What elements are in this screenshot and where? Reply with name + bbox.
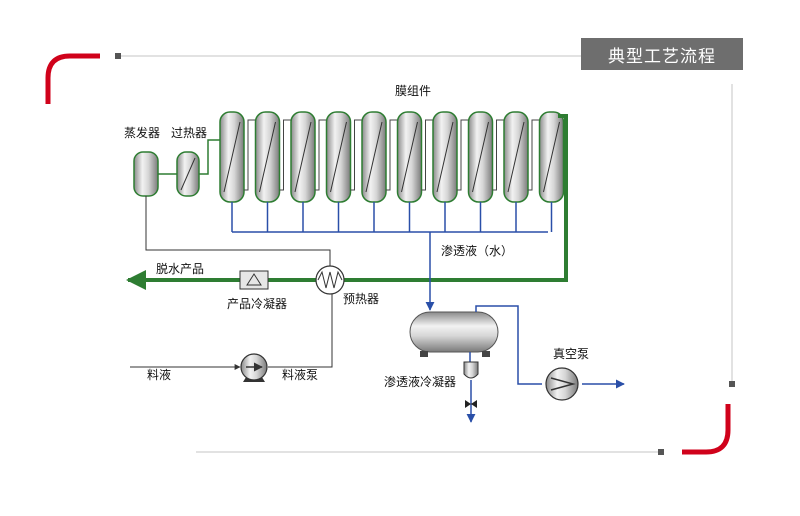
retentate-line [126, 114, 568, 290]
evaporator [133, 151, 159, 197]
membrane-divider [330, 121, 347, 193]
membrane-divider [543, 121, 560, 193]
membrane-label: 膜组件 [395, 84, 432, 98]
superheater [176, 151, 200, 197]
superheater-label: 过热器 [171, 126, 208, 140]
membrane-divider [294, 121, 312, 193]
membrane-connector [492, 119, 504, 191]
membrane-divider [472, 121, 489, 193]
preheater-to-evaporator-line [145, 196, 331, 266]
evaporator-label: 蒸发器 [124, 126, 161, 140]
permeate-receiver-tank [409, 311, 499, 357]
product-condenser-label: 产品冷凝器 [227, 297, 288, 311]
membrane-divider [507, 121, 525, 193]
red-corner-bottom-right [682, 404, 731, 455]
frame-decoration [45, 53, 735, 455]
preheater-label: 预热器 [343, 292, 380, 306]
dehydrated-product-label: 脱水产品 [156, 262, 205, 276]
membrane-module-bank [219, 111, 565, 203]
permeate-condenser [463, 361, 479, 379]
membrane-divider [259, 121, 276, 193]
pump-to-preheater-line [268, 294, 333, 368]
membrane-connector [421, 119, 433, 191]
frame-square-top-left [115, 53, 121, 59]
membrane-divider [436, 121, 454, 193]
feed-label: 料液 [147, 368, 172, 382]
superheater-to-membrane-line [199, 139, 220, 175]
preheater [315, 265, 345, 295]
membrane-connector [244, 119, 256, 191]
membrane-connector [457, 119, 469, 191]
permeate-water-label: 渗透液（水） [441, 244, 514, 258]
page-title: 典型工艺流程 [581, 38, 743, 70]
vacuum-pump-label: 真空泵 [553, 347, 590, 361]
membrane-connector [350, 119, 362, 191]
membrane-connector [528, 119, 540, 191]
red-corner-top-left [45, 53, 100, 104]
vacuum-suction-line [475, 305, 542, 385]
permeate-collection-lines [231, 202, 553, 311]
product-condenser [239, 270, 269, 290]
membrane-connector [279, 119, 291, 191]
membrane-divider [365, 121, 383, 193]
membrane-connector [386, 119, 398, 191]
drain-valve-icon [465, 400, 477, 408]
feed-pump [240, 353, 268, 382]
frame-square-bottom [658, 449, 664, 455]
frame-square-right [729, 381, 735, 387]
vacuum-pump [545, 367, 579, 401]
membrane-divider [223, 121, 241, 193]
feed-pump-label: 料液泵 [282, 368, 319, 382]
membrane-divider [401, 121, 418, 193]
membrane-connector [315, 119, 327, 191]
permeate-condenser-label: 渗透液冷凝器 [384, 375, 457, 389]
